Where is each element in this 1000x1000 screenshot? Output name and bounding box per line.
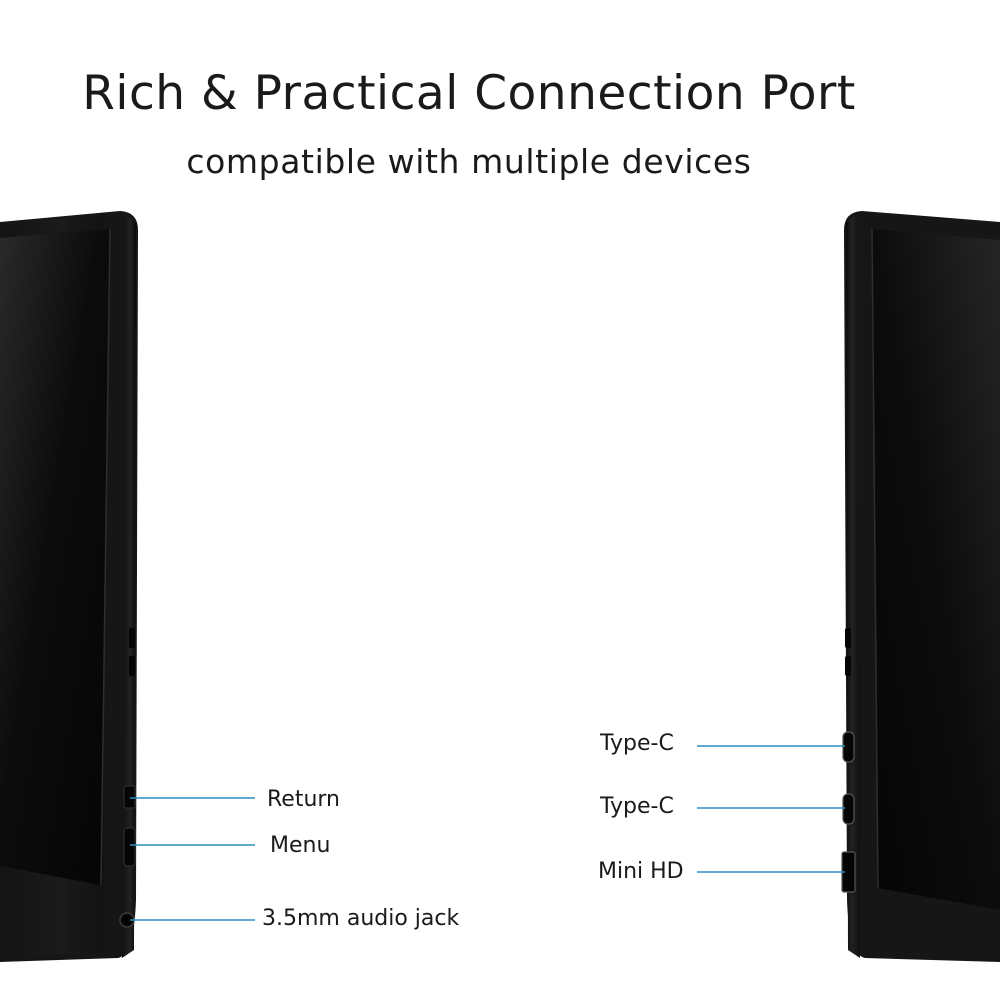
left-vent-icon bbox=[129, 656, 135, 676]
right-monitor-side-edge bbox=[846, 214, 860, 958]
audio-jack-label: 3.5mm audio jack bbox=[262, 906, 460, 931]
type-c-port-icon bbox=[842, 793, 855, 825]
type-c-port-icon bbox=[842, 731, 855, 763]
right-monitor-screen bbox=[872, 229, 1000, 910]
menu-rocker-icon bbox=[123, 827, 136, 867]
left-vent-icon bbox=[129, 628, 135, 648]
right-vent-icon bbox=[845, 656, 851, 676]
return-label: Return bbox=[267, 787, 341, 812]
right-vent-icon bbox=[845, 628, 851, 648]
left-monitor bbox=[0, 211, 138, 962]
mini-hd-label: Mini HD bbox=[598, 859, 684, 884]
left-monitor-side-edge bbox=[122, 214, 136, 958]
callout-lines bbox=[130, 745, 845, 921]
return-button-icon bbox=[123, 785, 136, 809]
page-subtitle: compatible with multiple devices bbox=[186, 142, 752, 181]
menu-label: Menu bbox=[270, 833, 331, 858]
page-title: Rich & Practical Connection Port bbox=[82, 66, 856, 121]
type-c-1-label: Type-C bbox=[600, 731, 674, 756]
right-monitor bbox=[841, 211, 1000, 962]
left-monitor-screen bbox=[0, 229, 110, 885]
type-c-2-label: Type-C bbox=[600, 794, 674, 819]
